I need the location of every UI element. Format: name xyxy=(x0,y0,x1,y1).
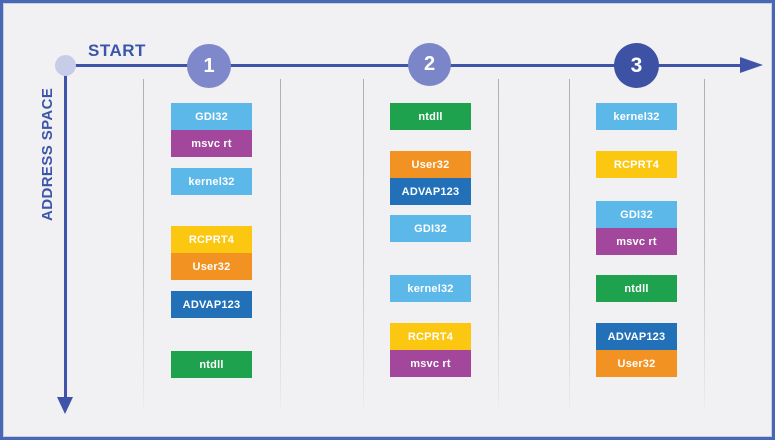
dll-block-msvc-rt: msvc rt xyxy=(171,130,252,157)
timeline-start-dot xyxy=(55,55,76,76)
dll-block-ntdll: ntdll xyxy=(390,103,471,130)
dll-block-kernel32: kernel32 xyxy=(171,168,252,195)
lane-divider xyxy=(363,79,364,407)
address-space-axis-line xyxy=(64,65,67,397)
dll-block-rcprt4: RCPRT4 xyxy=(596,151,677,178)
timeline-step-3: 3 xyxy=(614,43,659,88)
dll-block-gdi32: GDI32 xyxy=(596,201,677,228)
lane-divider xyxy=(280,79,281,407)
dll-block-kernel32: kernel32 xyxy=(596,103,677,130)
dll-block-user32: User32 xyxy=(390,151,471,178)
dll-block-rcprt4: RCPRT4 xyxy=(390,323,471,350)
lane-divider xyxy=(704,79,705,407)
timeline-step-1: 1 xyxy=(187,44,231,88)
timeline-step-2: 2 xyxy=(408,43,451,86)
right-arrow-icon xyxy=(740,57,763,73)
dll-block-user32: User32 xyxy=(596,350,677,377)
dll-block-gdi32: GDI32 xyxy=(390,215,471,242)
down-arrow-icon xyxy=(57,397,73,414)
timeline-line xyxy=(66,64,742,67)
dll-block-gdi32: GDI32 xyxy=(171,103,252,130)
lane-divider xyxy=(143,79,144,407)
dll-block-advap123: ADVAP123 xyxy=(171,291,252,318)
dll-block-advap123: ADVAP123 xyxy=(390,178,471,205)
dll-block-msvc-rt: msvc rt xyxy=(596,228,677,255)
dll-block-rcprt4: RCPRT4 xyxy=(171,226,252,253)
dll-block-kernel32: kernel32 xyxy=(390,275,471,302)
dll-block-ntdll: ntdll xyxy=(171,351,252,378)
start-label: START xyxy=(88,41,146,60)
dll-block-ntdll: ntdll xyxy=(596,275,677,302)
lane-divider xyxy=(498,79,499,407)
address-space-axis-label: ADDRESS SPACE xyxy=(39,87,56,221)
lane-divider xyxy=(569,79,570,407)
dll-block-advap123: ADVAP123 xyxy=(596,323,677,350)
dll-block-msvc-rt: msvc rt xyxy=(390,350,471,377)
dll-block-user32: User32 xyxy=(171,253,252,280)
